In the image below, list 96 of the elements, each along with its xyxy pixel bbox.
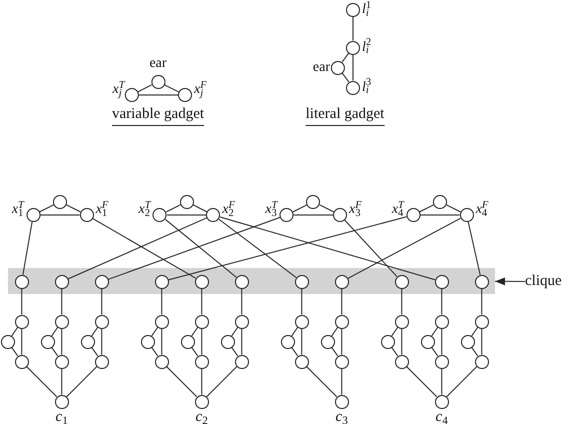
edge-line	[51, 346, 58, 356]
edge-line	[164, 218, 237, 278]
vertex-label: c$_{4}$	[436, 410, 448, 424]
gadget-caption: variable gadget	[112, 107, 204, 126]
vertex-label: c$_{3}$	[336, 410, 348, 424]
edge-line	[301, 328, 302, 356]
edge-line	[241, 328, 242, 356]
gadget-caption: literal gadget	[306, 107, 384, 126]
edge-line	[391, 346, 398, 356]
edge-line	[319, 204, 334, 212]
edge-line	[352, 54, 354, 81]
edge-line	[206, 366, 238, 398]
edge-line	[192, 204, 208, 212]
edge-line	[406, 366, 438, 398]
edge-line	[40, 214, 80, 216]
edge-line	[164, 84, 180, 92]
edge-line	[151, 346, 158, 356]
edge-line	[401, 288, 402, 315]
edge-line	[168, 216, 408, 280]
edge-line	[137, 84, 152, 92]
edge-line	[291, 326, 298, 336]
edge-line	[39, 204, 54, 212]
edge-line	[306, 366, 338, 398]
edge-line	[201, 368, 202, 396]
edge-line	[431, 326, 438, 336]
edge-line	[352, 16, 354, 41]
edge-line	[66, 366, 98, 398]
edge-line	[21, 328, 22, 356]
edge-line	[420, 214, 460, 216]
edge-line	[331, 326, 338, 336]
edge-line	[91, 346, 98, 356]
edge-line	[220, 216, 436, 280]
edge-line	[191, 326, 198, 336]
edge-line	[344, 220, 398, 278]
annotation-label: clique	[525, 274, 563, 289]
vertex-label: ear	[149, 56, 167, 71]
edge-line	[166, 366, 198, 398]
edge-line	[92, 218, 196, 279]
edge-line	[471, 326, 478, 336]
edge-line	[401, 328, 402, 356]
arrow	[494, 277, 526, 286]
edge-line	[61, 328, 62, 356]
edge-line	[166, 204, 181, 212]
edge-line	[26, 366, 58, 398]
edge-line	[331, 346, 338, 356]
edge-line	[201, 328, 202, 356]
edge-line	[292, 204, 308, 212]
edge-line	[342, 52, 350, 62]
edge-line	[22, 221, 33, 276]
edge-line	[138, 94, 178, 96]
edge-line	[291, 346, 298, 356]
edge-line	[201, 288, 202, 315]
edge-line	[341, 288, 342, 315]
edge-line	[231, 346, 238, 356]
edge-line	[241, 288, 242, 315]
clique-band	[8, 268, 495, 294]
edge-line	[441, 288, 442, 315]
edge-line	[419, 204, 434, 212]
edge-line	[446, 204, 461, 212]
edge-line	[68, 217, 208, 280]
edge-line	[161, 328, 162, 356]
edge-line	[431, 346, 438, 356]
edge-line	[91, 326, 98, 336]
edge-line	[101, 328, 102, 356]
edge-line	[11, 346, 18, 356]
vertex-label: ear	[312, 60, 330, 74]
edge-line	[231, 326, 238, 336]
edge-line	[468, 221, 481, 276]
edge-line	[161, 288, 162, 315]
edge-line	[446, 366, 478, 398]
edge-line	[108, 216, 281, 280]
edge-line	[341, 368, 342, 396]
edge-line	[101, 288, 102, 315]
edge-line	[166, 214, 207, 216]
edge-line	[341, 328, 342, 356]
edge-line	[391, 326, 398, 336]
edge-line	[293, 214, 334, 216]
edge-line	[191, 346, 198, 356]
edge-line	[441, 328, 442, 356]
edge-line	[21, 288, 22, 315]
edge-line	[347, 218, 462, 279]
edge-line	[471, 346, 478, 356]
edge-line	[61, 368, 62, 396]
vertex-label: c$_{1}$	[56, 410, 68, 424]
edge-line	[151, 326, 158, 336]
edge-line	[218, 218, 297, 278]
vertex-label: c$_{2}$	[196, 410, 208, 424]
edge-line	[51, 326, 58, 336]
edge-line	[441, 368, 442, 396]
edge-line	[481, 328, 482, 356]
edge-line	[342, 72, 350, 82]
edge-line	[11, 326, 18, 336]
edge-line	[66, 204, 81, 212]
edge-line	[61, 288, 62, 315]
edge-line	[301, 288, 302, 315]
edge-line	[481, 288, 482, 315]
